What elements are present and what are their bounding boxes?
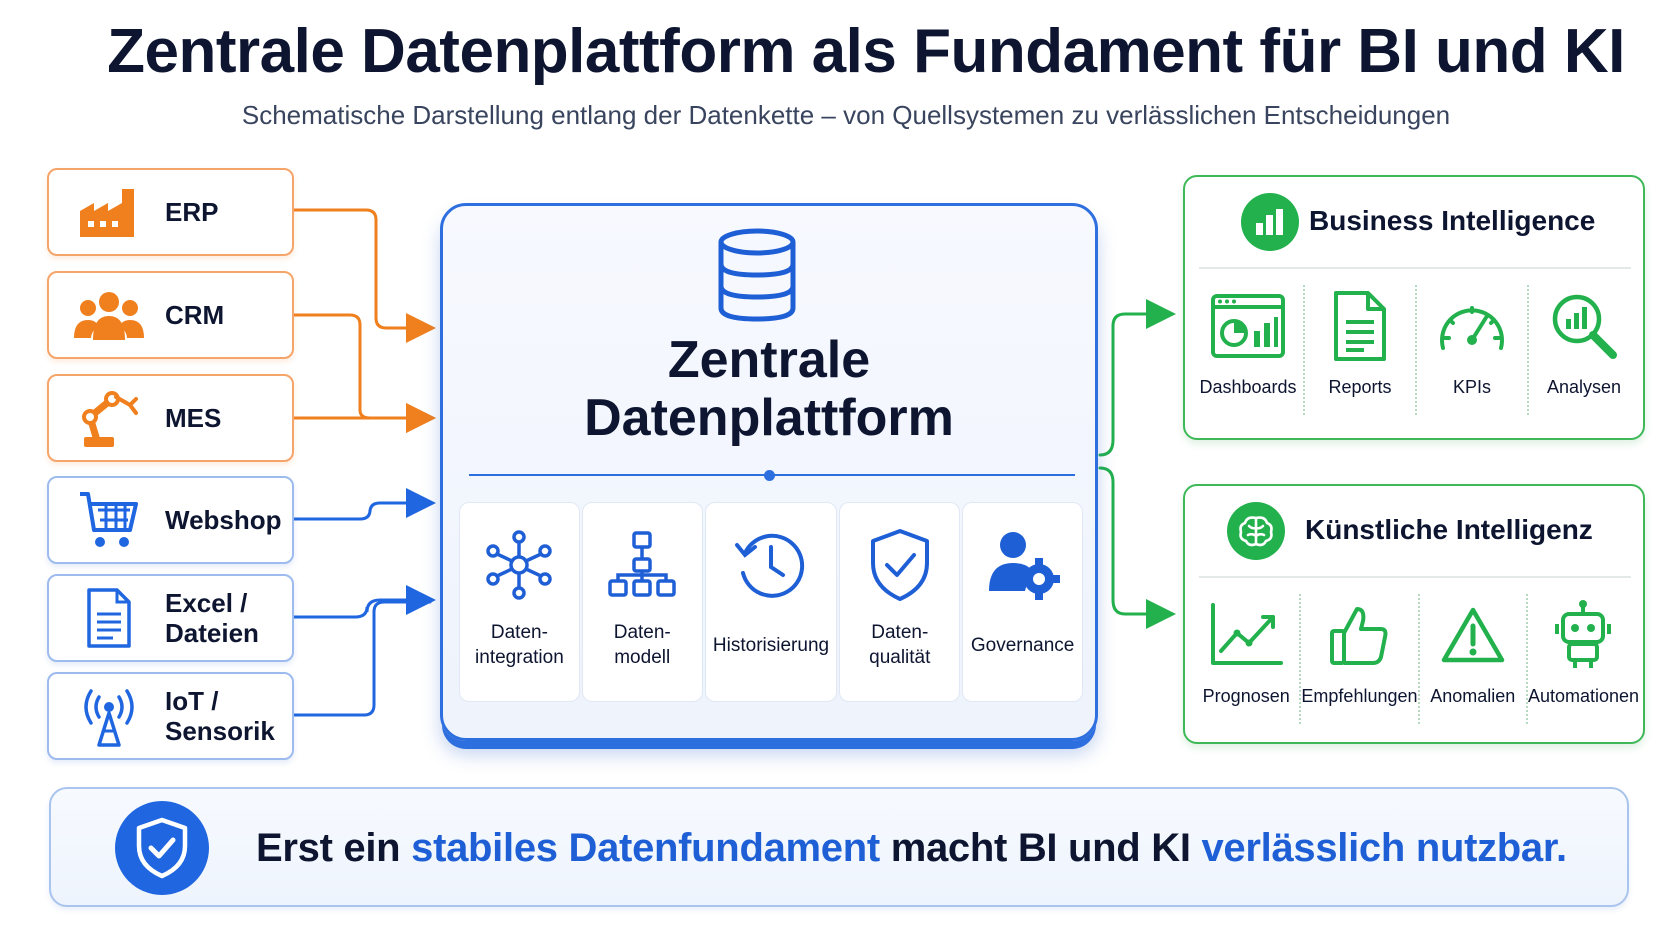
- capability-label: Historisierung: [712, 634, 830, 656]
- source-label: CRM: [165, 300, 225, 330]
- source-label: Excel / Dateien: [165, 588, 259, 648]
- capabilities: Daten- integration Daten- modell Histori…: [459, 502, 1084, 702]
- bi-item-kpis: KPIs: [1417, 285, 1529, 415]
- capability-label: Daten- integration: [475, 622, 564, 668]
- robot-arm-icon: [69, 386, 149, 450]
- brain-icon: [1227, 502, 1285, 560]
- ki-item-anomalien: Anomalien: [1420, 594, 1528, 724]
- ki-item-automationen: Automationen: [1528, 594, 1639, 724]
- connector-bi: [1098, 299, 1176, 457]
- magnifier-chart-icon: [1549, 285, 1619, 367]
- ki-item-label: Automationen: [1527, 686, 1640, 706]
- people-icon: [69, 283, 149, 347]
- source-label: Webshop: [165, 505, 282, 535]
- network-icon: [483, 503, 555, 613]
- connector-excel: [292, 585, 436, 619]
- source-label: MES: [165, 403, 222, 433]
- source-label: IoT / Sensorik: [165, 686, 275, 746]
- trend-line-icon: [1209, 594, 1284, 676]
- capability-label: Governance: [970, 634, 1075, 656]
- document-icon: [69, 586, 149, 650]
- robot-icon: [1553, 594, 1613, 676]
- capability-history: Historisierung: [704, 502, 838, 702]
- history-icon: [733, 503, 809, 613]
- dashboard-icon: [1210, 285, 1286, 367]
- source-mes: MES: [47, 374, 294, 462]
- capability-label: Daten- modell: [613, 622, 671, 668]
- shield-check-icon: [115, 801, 209, 895]
- source-webshop: Webshop: [47, 476, 294, 564]
- capability-integration: Daten- integration: [459, 502, 580, 702]
- bar-chart-icon: [1241, 193, 1299, 251]
- connector-erp: [292, 208, 436, 343]
- gauge-icon: [1437, 285, 1507, 367]
- thumbs-up-icon: [1329, 594, 1389, 676]
- bi-item-analysen: Analysen: [1529, 285, 1639, 415]
- capability-model: Daten- modell: [581, 502, 703, 702]
- database-icon: [715, 228, 799, 327]
- ki-item-empfehlungen: Empfehlungen: [1301, 594, 1420, 724]
- source-label: ERP: [165, 197, 219, 227]
- bi-item-label: Dashboards: [1199, 377, 1297, 397]
- source-excel: Excel / Dateien: [47, 574, 294, 662]
- bi-item-label: Analysen: [1546, 377, 1622, 397]
- source-crm: CRM: [47, 271, 294, 359]
- capability-label: Daten- qualität: [869, 622, 931, 668]
- hierarchy-icon: [606, 503, 678, 613]
- bi-item-label: KPIs: [1452, 377, 1491, 397]
- ki-item-label: Anomalien: [1430, 686, 1516, 706]
- footer-text: Erst ein stabiles Datenfundament macht B…: [256, 826, 1567, 870]
- central-platform: Zentrale Datenplattform Daten- integrati…: [440, 203, 1098, 741]
- antenna-icon: [69, 684, 149, 748]
- bi-item-label: Reports: [1328, 377, 1392, 397]
- ki-item-label: Empfehlungen: [1301, 686, 1418, 706]
- bi-item-dashboards: Dashboards: [1193, 285, 1305, 415]
- warning-icon: [1441, 594, 1505, 676]
- page-title: Zentrale Datenplattform als Fundament fü…: [107, 17, 1625, 86]
- ki-item-label: Prognosen: [1202, 686, 1290, 706]
- platform-divider: [469, 470, 1075, 481]
- user-gear-icon: [985, 503, 1061, 613]
- bi-item-reports: Reports: [1305, 285, 1417, 415]
- ki-title: Künstliche Intelligenz: [1305, 514, 1593, 545]
- shopping-cart-icon: [69, 488, 149, 552]
- bi-title: Business Intelligence: [1309, 205, 1596, 236]
- connector-webshop: [292, 488, 436, 521]
- ki-panel: Künstliche Intelligenz Prognosen Empfehl…: [1183, 484, 1645, 744]
- connector-crm: [292, 313, 436, 433]
- page-subtitle: Schematische Darstellung entlang der Dat…: [241, 100, 1451, 130]
- connector-ki: [1098, 466, 1176, 629]
- report-icon: [1332, 285, 1388, 367]
- source-iot: IoT / Sensorik: [47, 672, 294, 760]
- factory-icon: [69, 180, 149, 244]
- capability-governance: Governance: [962, 502, 1084, 702]
- connector-iot: [292, 600, 432, 717]
- shield-check-icon: [867, 503, 933, 613]
- capability-quality: Daten- qualität: [839, 502, 961, 702]
- bi-panel: Business Intelligence Dashboards Reports…: [1183, 175, 1645, 440]
- platform-title: Zentrale Datenplattform: [584, 331, 954, 447]
- ki-item-prognosen: Prognosen: [1193, 594, 1302, 724]
- footer-banner: Erst ein stabiles Datenfundament macht B…: [49, 787, 1629, 907]
- source-erp: ERP: [47, 168, 294, 256]
